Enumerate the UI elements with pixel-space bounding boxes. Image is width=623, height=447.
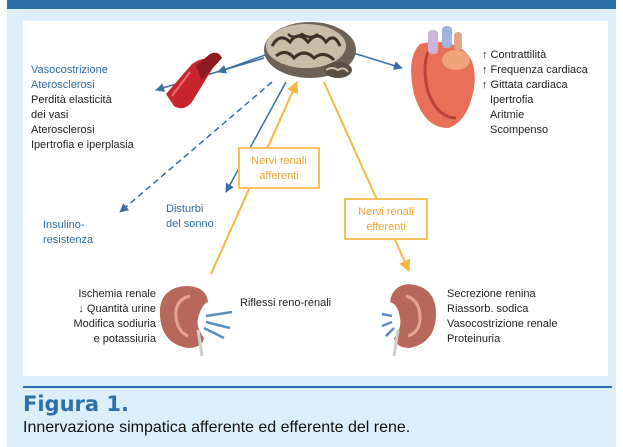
sleep-disorder-label: Disturbi del sonno [166,202,214,232]
heart-icon [411,26,475,128]
cardiac-effect-3: ↑ Gittata cardiaca [482,78,588,93]
insulin-line-2: resistenza [43,233,93,248]
afferent-line-1: Nervi renali [240,154,318,169]
afferent-nerves-box: Nervi renali afferenti [238,147,320,189]
insulin-line-1: Insulino- [43,218,93,233]
cardiac-effect-6: Scompenso [482,123,588,138]
brain-icon [264,22,356,78]
insulin-resistance-label: Insulino- resistenza [43,218,93,248]
vascular-effect-6: Ipertrofia e iperplasia [31,138,134,153]
afferent-line-2: afferenti [240,169,318,184]
kidney-left-icon [160,286,232,356]
kidney-right-icon [382,284,436,356]
cardiac-effect-1: ↑ Contrattilità [482,48,588,63]
vascular-effect-2: Aterosclerosi [31,78,134,93]
left-kidney-effect-4: e potassiuria [44,332,156,347]
vascular-effect-3: Perdità elasticità [31,93,134,108]
right-kidney-effect-3: Vasocostrizione renale [447,317,557,332]
left-kidney-effects: Ischemia renale ↓ Quantità urine Modific… [44,287,156,347]
right-kidney-effect-1: Secrezione renina [447,287,557,302]
efferent-line-1: Nervi renali [346,205,426,220]
left-kidney-effect-1: Ischemia renale [44,287,156,302]
sleep-line-1: Disturbi [166,202,214,217]
cardiac-effects: ↑ Contrattilità ↑ Frequenza cardiaca ↑ G… [482,48,588,138]
cardiac-effect-2: ↑ Frequenza cardiaca [482,63,588,78]
arrow-efferent-brain-to-kidney [324,82,409,271]
right-kidney-effect-4: Proteinuria [447,332,557,347]
sleep-line-2: del sonno [166,217,214,232]
reno-renal-reflex-label: Riflessi reno-renali [240,296,331,311]
right-kidney-effect-2: Riassorb. sodica [447,302,557,317]
blood-vessel-icon [166,53,222,109]
cardiac-effect-4: Ipertrofia [482,93,588,108]
arrow-brain-to-heart [350,52,402,68]
efferent-line-2: efferenti [346,220,426,235]
right-kidney-effects: Secrezione renina Riassorb. sodica Vasoc… [447,287,557,347]
reflex-text: Riflessi reno-renali [240,296,331,311]
vascular-effect-4: dei vasi [31,108,134,123]
vascular-effect-1: Vasocostrizione [31,63,134,78]
cardiac-effect-5: Aritmie [482,108,588,123]
vascular-effects: Vasocostrizione Aterosclerosi Perdità el… [31,63,134,153]
left-kidney-effect-2: ↓ Quantità urine [44,302,156,317]
vascular-effect-5: Aterosclerosi [31,123,134,138]
efferent-nerves-box: Nervi renali efferenti [344,198,428,240]
left-kidney-effect-3: Modifica sodiuria [44,317,156,332]
